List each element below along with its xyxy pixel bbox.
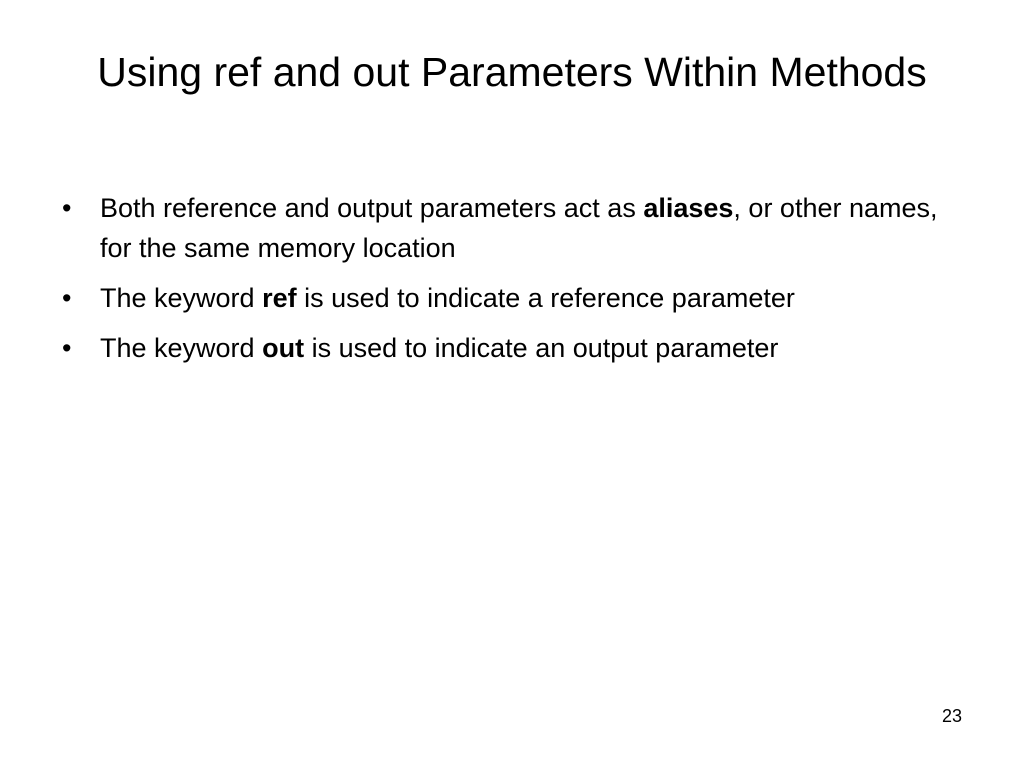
bullet-list: • Both reference and output parameters a…	[60, 188, 970, 378]
bullet-text-before: The keyword	[100, 283, 263, 313]
bullet-item: • The keyword out is used to indicate an…	[60, 328, 970, 368]
bullet-keyword: out	[262, 333, 305, 363]
bullet-text-after: , or other names, for the same memory lo…	[100, 193, 938, 263]
bullet-text-after: is used to indicate a reference paramete…	[296, 283, 795, 313]
page-number: 23	[941, 706, 962, 726]
bullet-text-before: Both reference and output parameters act…	[100, 193, 644, 223]
bullet-marker: •	[62, 193, 72, 223]
bullet-marker: •	[62, 283, 72, 313]
bullet-text-after: is used to indicate an output parameter	[304, 333, 779, 363]
bullet-item: • The keyword ref is used to indicate a …	[60, 278, 970, 318]
bullet-item: • Both reference and output parameters a…	[60, 188, 970, 268]
bullet-keyword: aliases	[643, 193, 734, 223]
bullet-keyword: ref	[262, 283, 297, 313]
bullet-text-before: The keyword	[100, 333, 263, 363]
bullet-marker: •	[62, 333, 72, 363]
slide-title: Using ref and out Parameters Within Meth…	[97, 49, 927, 95]
